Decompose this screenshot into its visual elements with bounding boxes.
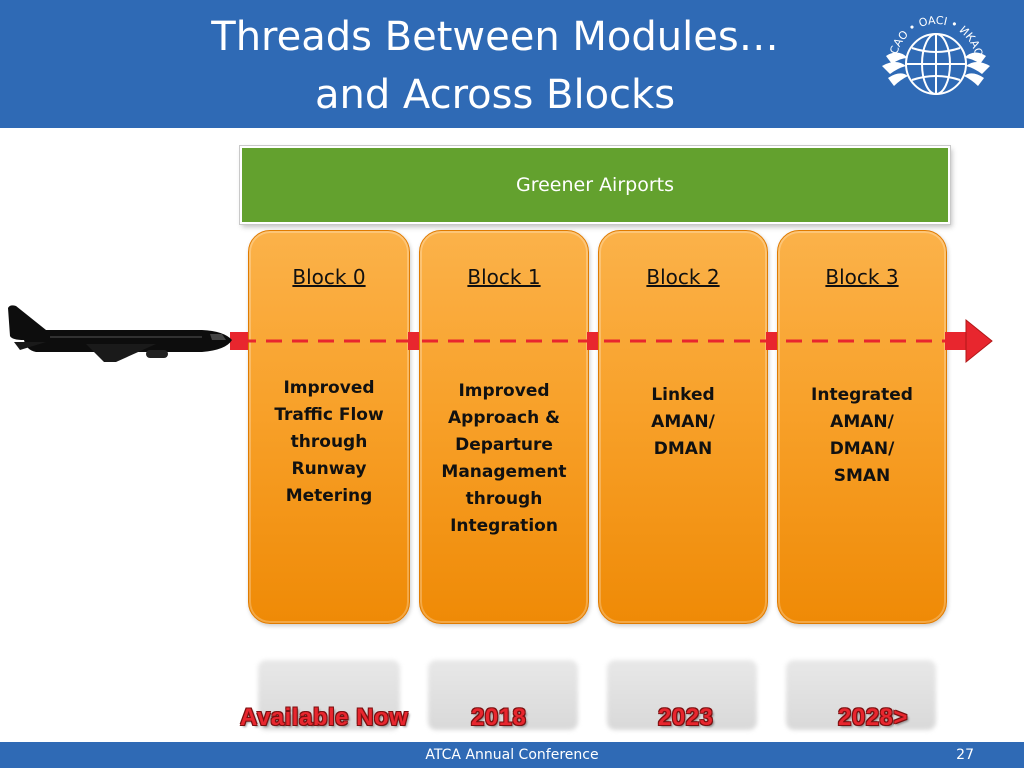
block-2-description: Linked AMAN/ DMAN <box>651 385 715 459</box>
block-1-description: Improved Approach & Departure Management… <box>441 381 567 536</box>
block-0-description: Improved Traffic Flow through Runway Met… <box>274 378 384 506</box>
timeline-2023: 2023 <box>658 704 714 731</box>
page-number: 27 <box>956 747 974 763</box>
placeholder-box <box>607 660 757 730</box>
block-3-card: Block 3 Integrated AMAN/ DMAN/ SMAN <box>777 230 947 624</box>
airplane-icon <box>8 305 232 362</box>
block-1-title: Block 1 <box>467 265 541 289</box>
placeholder-box <box>258 660 400 730</box>
timeline-2018: 2018 <box>471 704 527 731</box>
block-2-title: Block 2 <box>646 265 720 289</box>
slide-title: Threads Between Modules… and Across Bloc… <box>150 8 840 124</box>
block-1-card: Block 1 Improved Approach & Departure Ma… <box>419 230 589 624</box>
arrow-segment <box>230 332 248 350</box>
icao-emblem-icon: ICAO • OACI • ИКАО <box>882 14 990 95</box>
timeline-available-now: Available Now <box>240 704 409 731</box>
footer-conference: ATCA Annual Conference <box>425 747 599 763</box>
block-3-description: Integrated AMAN/ DMAN/ SMAN <box>811 385 913 486</box>
arrow-segment <box>408 332 419 350</box>
block-2-card: Block 2 Linked AMAN/ DMAN <box>598 230 768 624</box>
block-0-title: Block 0 <box>292 265 366 289</box>
title-line-2: and Across Blocks <box>314 72 676 118</box>
placeholder-box <box>786 660 936 730</box>
timeline-2028: 2028> <box>838 704 908 731</box>
slide-footer: ATCA Annual Conference 27 <box>0 742 1024 768</box>
block-3-title: Block 3 <box>825 265 899 289</box>
arrow-head <box>965 318 993 364</box>
timeline-arrow <box>230 318 993 364</box>
slide-header: Threads Between Modules… and Across Bloc… <box>0 0 1024 128</box>
placeholder-box <box>428 660 578 730</box>
greener-airports-banner: Greener Airports <box>240 146 950 224</box>
title-line-1: Threads Between Modules… <box>211 14 779 60</box>
block-0-card: Block 0 Improved Traffic Flow through Ru… <box>248 230 410 624</box>
